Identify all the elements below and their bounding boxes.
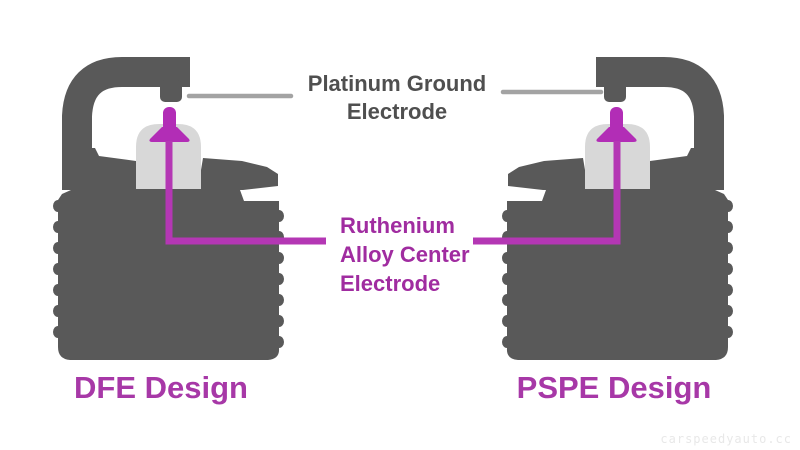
caption-pspe-design: PSPE Design [516,370,712,405]
platinum-label-line1: Platinum Ground [307,71,487,96]
label-platinum-ground-electrode: Platinum Ground Electrode [297,70,497,126]
caption-dfe-design: DFE Design [74,370,248,405]
label-ruthenium-center-electrode: Ruthenium Alloy Center Electrode [340,211,470,298]
platinum-label-line2: Electrode [346,99,448,124]
ruthenium-label-line2: Alloy Center [340,242,470,267]
callout-line-ruthenium-left [165,141,326,245]
watermark-text: carspeedyauto.cc [660,432,792,446]
callout-line-ruthenium-right [473,141,621,245]
ruthenium-label-line3: Electrode [340,271,441,296]
ruthenium-label-line1: Ruthenium [340,213,455,238]
